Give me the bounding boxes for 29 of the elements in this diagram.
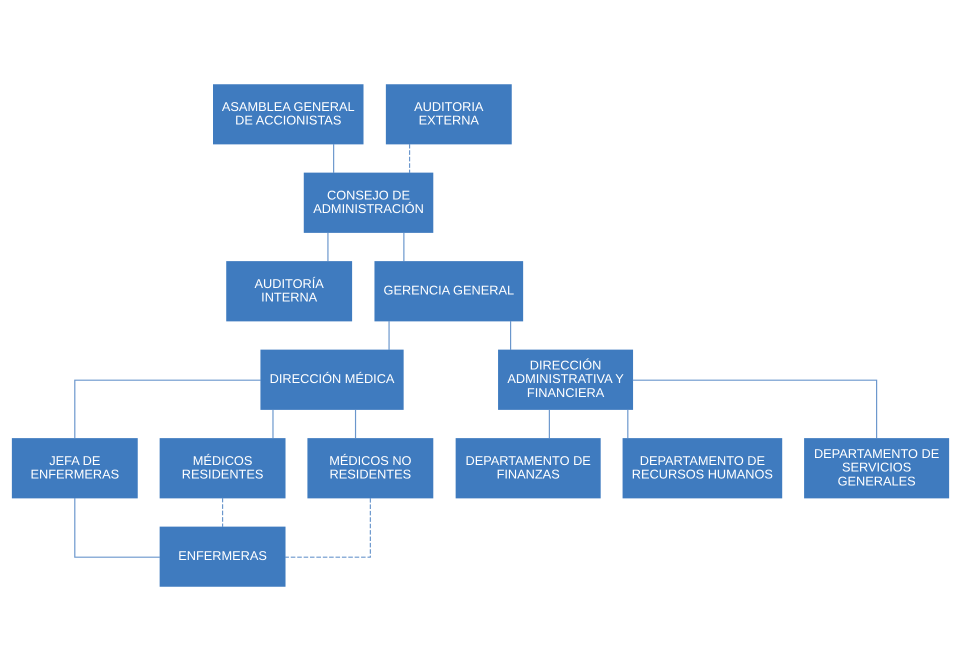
connector	[327, 232, 329, 262]
connector	[627, 409, 628, 438]
node-box: DEPARTAMENTO DE FINANZAS	[456, 438, 601, 498]
connector	[222, 498, 224, 527]
node-box: AUDITORIA EXTERNA	[386, 84, 512, 144]
node-box: CONSEJO DE ADMINISTRACIÓN	[304, 172, 434, 233]
connector	[333, 144, 334, 173]
connector	[632, 380, 878, 438]
connector	[408, 144, 410, 173]
node-box: ASAMBLEA GENERAL DE ACCIONISTAS	[213, 84, 364, 144]
node-box: GERENCIA GENERAL	[374, 261, 524, 322]
connector	[285, 498, 371, 558]
node-box: ENFERMERAS	[160, 526, 286, 587]
connector	[272, 409, 274, 438]
node-box: AUDITORÍA INTERNA	[226, 261, 352, 322]
node-box: DIRECCIÓN MÉDICA	[260, 350, 404, 410]
connector	[74, 380, 261, 438]
node-box: JEFA DE ENFERMERAS	[12, 438, 138, 498]
connector	[354, 409, 356, 438]
connector	[403, 232, 404, 262]
connector	[74, 498, 160, 558]
node-box: MÉDICOS RESIDENTES	[160, 438, 286, 498]
node-box: DEPARTAMENTO DE SERVICIOS GENERALES	[804, 438, 950, 498]
connector	[388, 320, 390, 350]
node-box: MÉDICOS NO RESIDENTES	[307, 438, 434, 498]
node-box: DIRECCIÓN ADMINISTRATIVA Y FINANCIERA	[498, 350, 634, 410]
connector	[510, 320, 512, 350]
node-box: DEPARTAMENTO DE RECURSOS HUMANOS	[622, 438, 782, 498]
connector	[548, 409, 550, 438]
